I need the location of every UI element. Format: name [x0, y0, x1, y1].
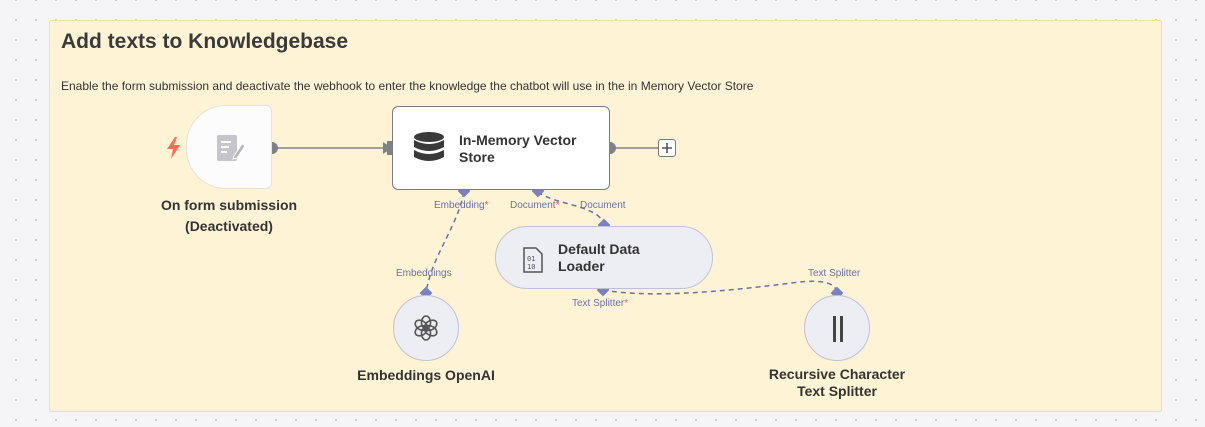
text-splitter-caption: Recursive Character Text Splitter	[757, 366, 917, 400]
sticky-note-title: Add texts to Knowledgebase	[61, 30, 349, 53]
splitter-port-label: Text Splitter	[808, 268, 861, 279]
text-splitter-caption-line2: Text Splitter	[797, 383, 877, 399]
text-splitter-caption-line1: Recursive Character	[768, 366, 906, 382]
data-loader-label-line2: Loader	[558, 258, 605, 274]
vector-store-label: In-Memory Vector Store	[459, 132, 576, 166]
embedding-port-text: Embedding	[434, 200, 485, 211]
splitter-bars-icon	[833, 316, 843, 342]
data-loader-label: Default Data Loader	[558, 241, 640, 275]
text-splitter-connection	[602, 280, 838, 295]
form-trigger-title: On form submission	[160, 197, 298, 213]
svg-text:01: 01	[527, 255, 535, 263]
document-connection	[537, 191, 605, 225]
document-port-text: Document	[510, 200, 556, 211]
required-marker: *	[555, 200, 560, 211]
text-splitter-port-text: Text Splitter	[572, 298, 625, 309]
form-trigger-node[interactable]	[186, 105, 272, 189]
lightning-bolt-icon	[167, 137, 180, 159]
vector-store-label-line2: Store	[459, 149, 495, 165]
loader-text-splitter-port-label: Text Splitter*	[572, 298, 628, 309]
form-trigger-caption: On form submission (Deactivated)	[150, 195, 308, 237]
sticky-note-description: Enable the form submission and deactivat…	[61, 79, 754, 93]
database-icon	[414, 132, 444, 161]
svg-text:10: 10	[527, 263, 535, 271]
binary-file-icon: 01 10	[523, 247, 543, 273]
embeddings-openai-node[interactable]	[393, 295, 459, 361]
embeddings-caption: Embeddings OpenAI	[357, 367, 495, 383]
required-marker: *	[624, 298, 629, 309]
openai-icon	[414, 315, 438, 341]
vector-embedding-port-label: Embedding*	[434, 200, 489, 211]
data-loader-node[interactable]: 01 10 Default Data Loader	[495, 226, 713, 289]
plus-icon	[662, 143, 672, 153]
loader-document-port-label: Document	[580, 200, 626, 211]
data-loader-label-line1: Default Data	[558, 241, 640, 257]
form-trigger-status: (Deactivated)	[185, 218, 273, 234]
add-node-button[interactable]	[658, 139, 676, 157]
sticky-note[interactable]: Add texts to Knowledgebase Enable the fo…	[49, 20, 1162, 412]
vector-main-input-port	[387, 141, 393, 155]
vector-document-port-label: Document*	[510, 200, 559, 211]
embedding-connection	[425, 191, 465, 294]
required-marker: *	[484, 200, 489, 211]
embeddings-port-label: Embeddings	[396, 268, 452, 279]
vector-store-node[interactable]: In-Memory Vector Store	[392, 106, 610, 190]
text-splitter-node[interactable]	[804, 295, 870, 361]
vector-store-label-line1: In-Memory Vector	[459, 132, 577, 148]
form-edit-icon	[217, 135, 246, 161]
